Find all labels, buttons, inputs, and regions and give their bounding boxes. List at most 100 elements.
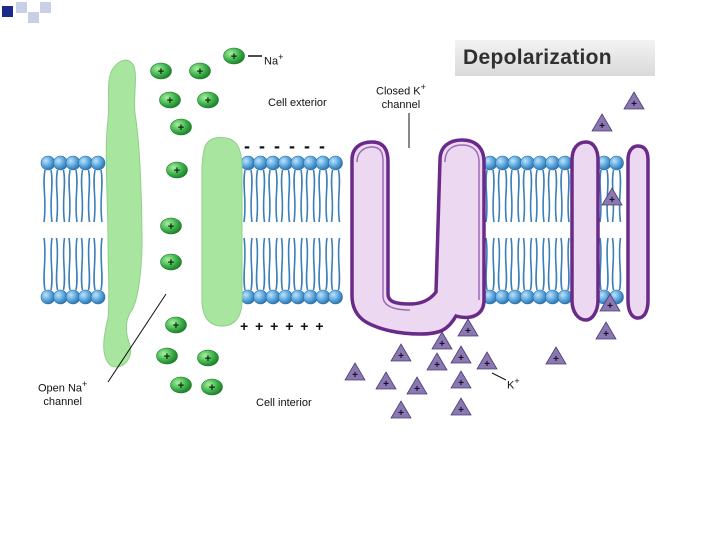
na-ion: + — [189, 62, 211, 80]
lipid-molecule — [40, 155, 56, 223]
na-ion-symbol: + — [197, 66, 203, 78]
k-ion: + — [591, 113, 613, 132]
k-ion: + — [476, 351, 498, 370]
k-ion: + — [390, 343, 412, 362]
na-ion-symbol: + — [168, 221, 174, 233]
k-channel-right-1 — [570, 140, 600, 322]
k-ion: + — [344, 362, 366, 381]
na-ion: + — [197, 91, 219, 109]
k-ion: + — [450, 370, 472, 389]
decor-square-4 — [40, 2, 51, 13]
lipid-molecule — [495, 155, 510, 223]
na-ion-symbol: + — [164, 351, 170, 363]
k-ion: + — [375, 371, 397, 390]
closed-k-channel — [350, 138, 486, 336]
lipid-molecule — [278, 155, 293, 223]
k-ion: + — [431, 331, 453, 350]
k-ion: + — [595, 321, 617, 340]
k-ion: + — [623, 91, 645, 110]
open-na-sup: + — [82, 379, 88, 389]
k-ion-symbol: + — [458, 405, 464, 416]
na-ion: + — [156, 347, 178, 365]
lipid-molecule — [609, 237, 624, 305]
lipid-molecule — [545, 155, 560, 223]
k-ion: + — [450, 397, 472, 416]
outside-charges: - - - - - - — [244, 136, 327, 156]
na-ion: + — [150, 62, 172, 80]
lipid-molecule — [65, 237, 81, 305]
k-ion: + — [599, 293, 621, 312]
lipid-molecule — [278, 237, 293, 305]
na-ion-symbol: + — [158, 66, 164, 78]
closed-k-channel-inner — [356, 146, 411, 311]
na-ion-label: Na+ — [264, 51, 283, 69]
lipid-molecule — [495, 237, 510, 305]
closed-k-channel-inner-right — [444, 144, 480, 300]
closed-k-channel-label: Closed K+ channel — [376, 81, 426, 112]
lipid-molecule — [328, 155, 343, 223]
lipid-molecule — [90, 237, 106, 305]
lipid-molecule — [265, 237, 281, 305]
lipid-molecule — [253, 237, 268, 305]
k-ion-symbol: + — [609, 195, 615, 206]
lipid-molecule — [482, 237, 498, 305]
slide-title: Depolarization — [463, 46, 612, 69]
cell-interior-label: Cell interior — [256, 397, 312, 409]
open-na-line2: channel — [43, 395, 82, 408]
lipid-molecule — [53, 237, 68, 305]
lipid-molecule — [290, 237, 306, 305]
k-ion-symbol: + — [414, 384, 420, 395]
k-ion-symbol: + — [398, 408, 404, 419]
na-ion-sup: + — [278, 52, 284, 62]
k-ion-symbol: + — [599, 121, 605, 132]
k-ion-sup: + — [514, 376, 520, 386]
na-ion: + — [160, 217, 182, 235]
lipid-molecule — [520, 237, 535, 305]
k-ion-symbol: + — [465, 326, 471, 337]
decor-square-1 — [2, 6, 13, 17]
k-ion-symbol: + — [398, 351, 404, 362]
k-ion-symbol: + — [352, 370, 358, 381]
k-ion: + — [457, 318, 479, 337]
lipid-molecule — [520, 155, 535, 223]
lipid-molecule — [482, 155, 498, 223]
k-channel-right-2 — [626, 144, 650, 320]
na-ion: + — [223, 47, 245, 65]
lipid-molecule — [303, 237, 318, 305]
k-ion-label: K+ — [507, 375, 520, 393]
na-ion: + — [170, 376, 192, 394]
k-ion: + — [426, 352, 448, 371]
lipid-molecule — [532, 237, 548, 305]
lipid-molecule — [532, 155, 548, 223]
k-ion-symbol: + — [484, 359, 490, 370]
lipid-molecule — [65, 155, 81, 223]
open-na-line1: Open Na — [38, 382, 83, 395]
lipid-molecule — [90, 155, 106, 223]
lipid-molecule — [265, 155, 281, 223]
k-ion: + — [545, 346, 567, 365]
na-ion-symbol: + — [205, 353, 211, 365]
lipid-molecule — [240, 237, 256, 305]
lipid-molecule — [507, 155, 523, 223]
sodium-ions: ++++++++++++++ — [150, 47, 245, 396]
open-na-leader — [107, 293, 167, 383]
lipid-molecule — [290, 155, 306, 223]
lipid-molecule — [40, 237, 56, 305]
na-ion: + — [165, 316, 187, 334]
na-ion: + — [197, 349, 219, 367]
closed-k-sup: + — [420, 82, 426, 92]
na-ion-symbol: + — [178, 380, 184, 392]
lipid-molecule — [78, 237, 93, 305]
k-ion-symbol: + — [434, 360, 440, 371]
k-ion-text: K — [507, 379, 515, 392]
lipid-molecule — [315, 237, 331, 305]
title-bar — [455, 40, 655, 76]
na-ion-symbol: + — [173, 320, 179, 332]
lipid-molecule — [53, 155, 68, 223]
lipid-molecule — [253, 155, 268, 223]
k-ion: + — [601, 187, 623, 206]
closed-k-line1: Closed K — [376, 85, 421, 98]
lipid-molecule — [78, 155, 93, 223]
open-na-channel-label: Open Na+ channel — [38, 378, 87, 409]
